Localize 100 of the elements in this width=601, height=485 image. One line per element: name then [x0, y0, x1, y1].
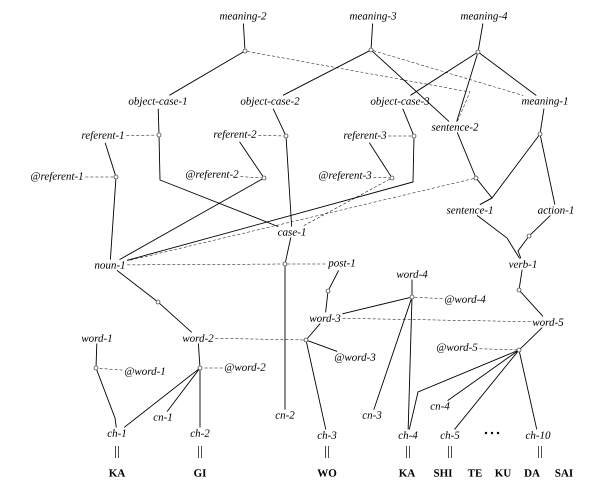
link-line [308, 340, 338, 352]
link-line [110, 178, 116, 260]
node-label: WO [317, 469, 336, 477]
link-line [478, 23, 484, 50]
link-line [85, 176, 114, 178]
node-label: noun-1 [94, 261, 124, 269]
node-label: object-case-3 [370, 97, 430, 107]
node-label: ch-4 [398, 431, 418, 439]
link-line [325, 292, 328, 313]
link-line [368, 142, 392, 177]
node-label: cn-3 [362, 411, 382, 419]
node-label: sentence-1 [446, 206, 492, 214]
node-label: cn-2 [276, 411, 295, 419]
link-line [518, 237, 528, 259]
link-line [215, 338, 304, 340]
link-line [342, 318, 531, 322]
link-line [98, 368, 123, 370]
link-line [373, 298, 412, 410]
node-label: sentence-2 [432, 123, 478, 131]
link-line [127, 178, 474, 262]
link-line [258, 135, 284, 136]
link-line [479, 348, 517, 350]
node-label: object-case-1 [128, 97, 186, 107]
node-label: word-5 [532, 318, 564, 326]
link-line [239, 141, 264, 177]
node-label: ch-1 [108, 429, 126, 437]
link-line [372, 50, 524, 96]
node-label: word-4 [396, 270, 428, 278]
link-line [124, 368, 199, 428]
node-label: referent-1 [82, 130, 124, 142]
link-line [530, 214, 551, 235]
link-line [372, 51, 450, 122]
link-line [302, 178, 390, 227]
link-line [540, 136, 556, 206]
node-label: @word-3 [334, 353, 376, 363]
node-label: DA [524, 469, 540, 477]
link-line [454, 351, 518, 430]
link-line [168, 52, 244, 96]
link-line [479, 135, 540, 206]
node-label: meaning-3 [350, 12, 396, 22]
link-line [402, 108, 414, 134]
node-label: @referent-2 [186, 170, 238, 180]
link-line [116, 270, 157, 302]
link-line [126, 134, 157, 136]
link-line [166, 369, 200, 412]
link-line [342, 297, 410, 314]
node-label: object-case-2 [240, 97, 300, 107]
link-line [447, 350, 518, 402]
link-line [370, 23, 374, 48]
link-line [158, 108, 160, 134]
link-line [126, 138, 414, 261]
link-line [408, 350, 518, 430]
node-label: word-1 [82, 334, 112, 342]
link-line [540, 108, 544, 132]
link-line [104, 142, 116, 176]
node-label: ch-2 [190, 429, 210, 437]
link-line [242, 23, 246, 50]
link-line [328, 270, 340, 290]
link-line [373, 176, 390, 178]
node-label: referent-2 [214, 130, 256, 140]
node-label: @word-1 [124, 367, 165, 377]
node-label: @word-5 [436, 343, 478, 353]
link-line [479, 52, 537, 96]
link-line [284, 266, 286, 410]
link-line [520, 327, 543, 349]
node-label: verb-1 [508, 260, 536, 268]
link-line [518, 269, 523, 288]
link-line [198, 343, 200, 366]
node-label: ch-5 [440, 431, 460, 439]
link-line [520, 291, 544, 317]
node-label: meaning-1 [522, 97, 568, 107]
node-label: meaning-2 [220, 12, 266, 22]
node-label: action-1 [538, 206, 574, 214]
node-label: ch-10 [526, 431, 550, 439]
link-line [240, 176, 262, 178]
link-line [285, 236, 292, 262]
link-line [414, 296, 443, 299]
link-line [307, 323, 321, 339]
link-line [410, 52, 477, 96]
node-label: cn-4 [430, 402, 450, 410]
node-label: KA [108, 469, 126, 477]
node-label: TE [468, 469, 482, 477]
link-line [127, 264, 283, 266]
node-label: @referent-3 [319, 170, 372, 182]
link-line [519, 352, 538, 430]
node-label: referent-3 [344, 130, 386, 142]
link-line [456, 132, 476, 176]
node-label: SAI [555, 469, 573, 477]
link-line [306, 342, 326, 430]
link-line [159, 303, 192, 333]
link-line [247, 51, 470, 122]
link-line [476, 214, 520, 259]
node-label: word-3 [310, 314, 340, 322]
node-label: @word-2 [224, 363, 266, 373]
link-line [96, 343, 98, 366]
node-label: post-1 [328, 259, 355, 269]
link-line [408, 298, 412, 430]
node-label: word-2 [182, 334, 214, 342]
node-label: cn-1 [154, 413, 172, 421]
link-line [286, 138, 292, 228]
